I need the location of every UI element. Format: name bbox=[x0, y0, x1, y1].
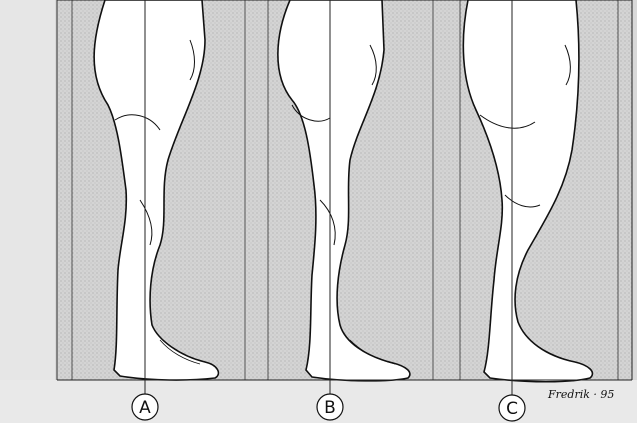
svg-text:B: B bbox=[324, 398, 336, 418]
label-b: B bbox=[317, 394, 343, 420]
label-a: A bbox=[132, 394, 158, 420]
svg-text:C: C bbox=[506, 399, 518, 419]
label-c: C bbox=[499, 395, 525, 421]
artist-signature: Fredrik · 95 bbox=[547, 388, 614, 401]
svg-text:A: A bbox=[139, 398, 151, 418]
